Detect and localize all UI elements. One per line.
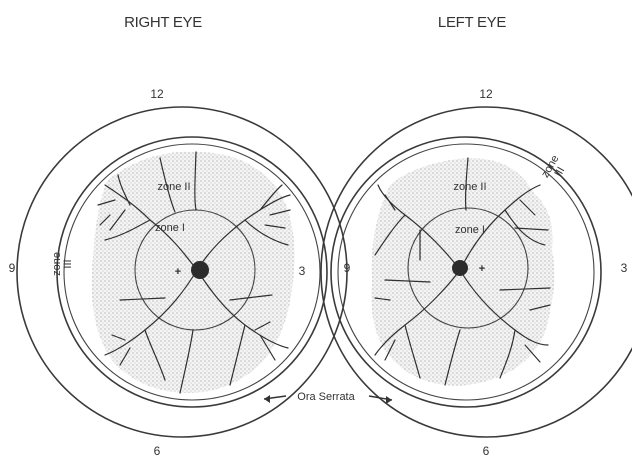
left-eye-zone-1-label: zone I [455,224,485,236]
right-eye-fovea-mark: + [175,266,181,278]
left-eye-diagram: LEFT EYE + [321,14,632,458]
right-eye-clock-3: 3 [299,264,306,278]
right-eye-title: RIGHT EYE [124,14,202,31]
right-eye-zone-2-label: zone II [157,181,190,193]
left-eye-clock-6: 6 [483,444,490,458]
right-eye-zone-3-numeral: III [62,259,74,268]
right-eye-clock-6: 6 [154,444,161,458]
right-eye-diagram: RIGHT EYE [9,14,347,458]
right-eye-zone-1-label: zone I [155,222,185,234]
left-eye-clock-12: 12 [479,87,493,101]
left-eye-zone-2-label: zone II [453,181,486,193]
left-eye-optic-disc [452,260,468,276]
left-eye-clock-9: 9 [344,261,351,275]
right-eye-clock-9: 9 [9,261,16,275]
left-eye-clock-3: 3 [621,261,628,275]
left-eye-zone-3-numeral: III [552,165,567,179]
left-eye-fovea-mark: + [479,263,485,275]
right-eye-optic-disc [191,261,209,279]
left-eye-title: LEFT EYE [438,14,506,31]
right-eye-clock-12: 12 [150,87,164,101]
ora-serrata-label: Ora Serrata [297,391,355,403]
